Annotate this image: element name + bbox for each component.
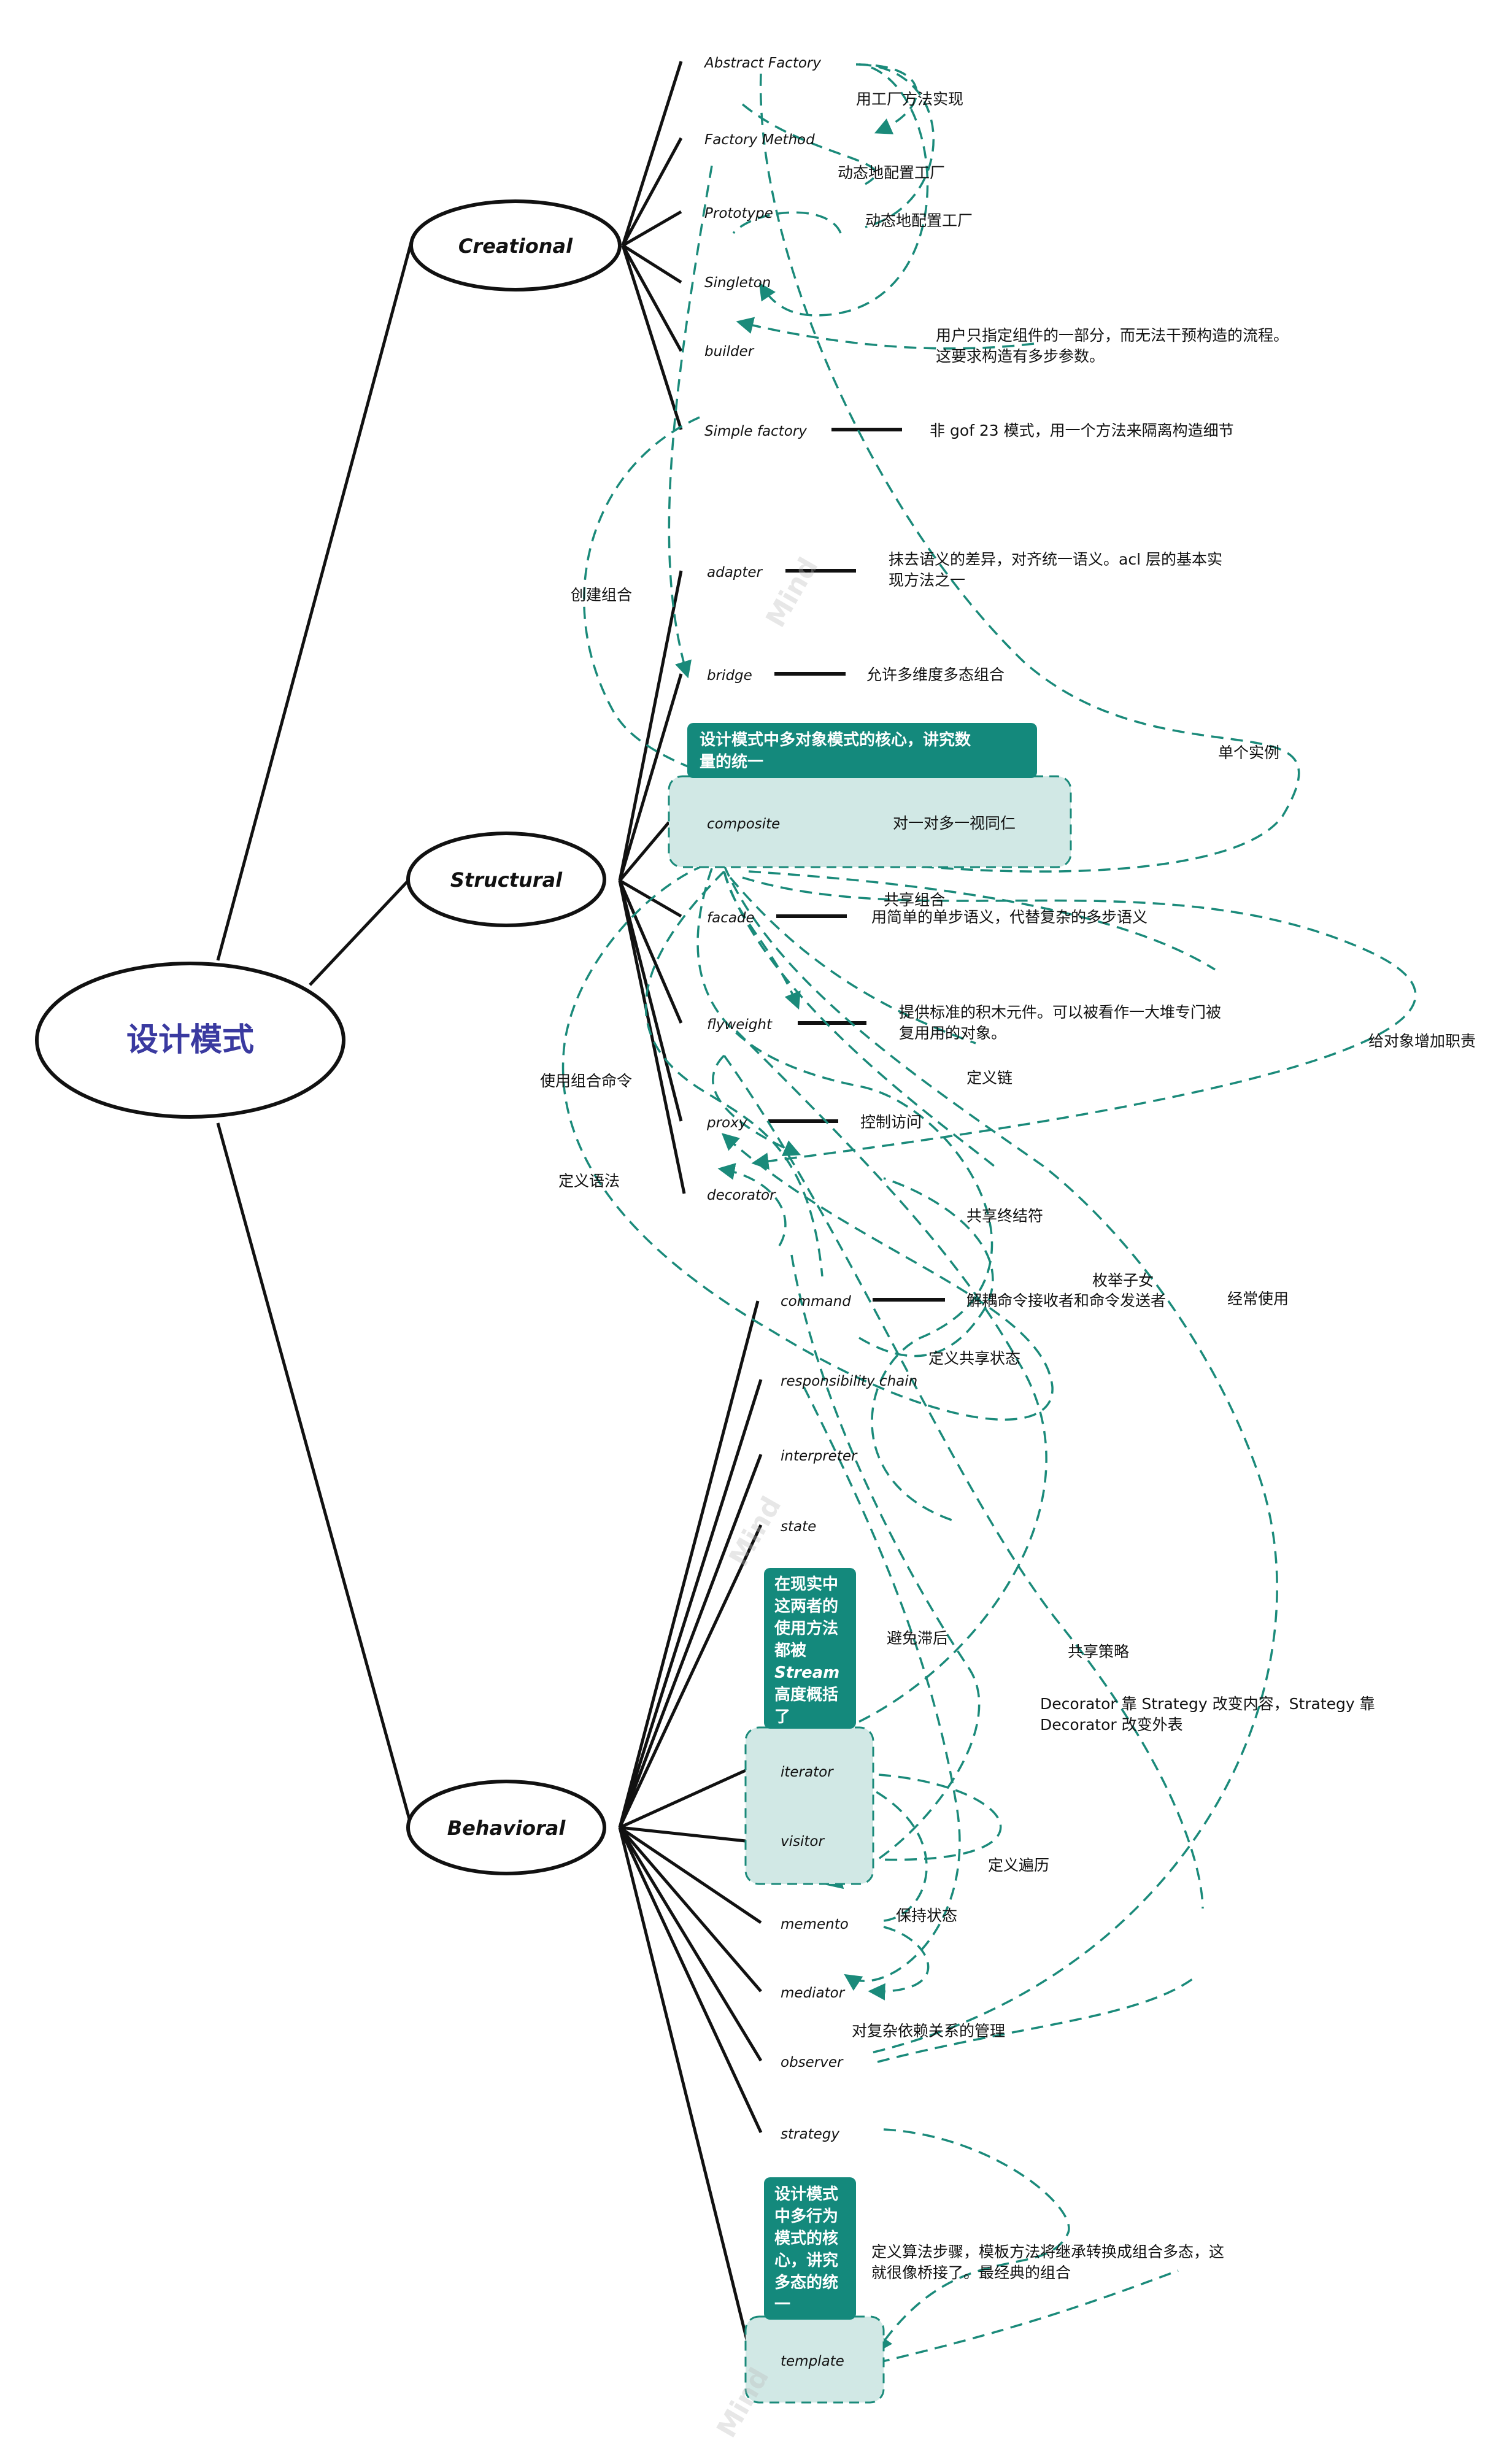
- pattern-strategy[interactable]: strategy: [781, 2126, 839, 2142]
- pattern-builder[interactable]: builder: [704, 344, 755, 360]
- pattern-factory-method[interactable]: Factory Method: [704, 132, 815, 148]
- relation-label-3: 动态地配置工厂: [865, 212, 973, 230]
- relation-labels: 用工厂方法实现动态地配置工厂动态地配置工厂用户只指定组件的一部分，而无法干预构造…: [540, 90, 1476, 2282]
- relation-label-6: 单个实例: [1218, 744, 1279, 762]
- pattern-visitor[interactable]: visitor: [781, 1834, 825, 1850]
- creational-ellipse: [409, 199, 622, 291]
- relation-label-15: 定义共享状态: [928, 1349, 1020, 1367]
- pattern-template[interactable]: template: [781, 2353, 844, 2369]
- relation-label-13: 枚举子女: [1092, 1272, 1154, 1289]
- pattern-composite[interactable]: composite: [707, 816, 780, 832]
- pattern-decorator[interactable]: decorator: [707, 1187, 776, 1203]
- structural-ellipse: [406, 832, 606, 927]
- pattern-mediator[interactable]: mediator: [781, 1985, 846, 2001]
- relation-label-10: 定义链: [966, 1069, 1012, 1087]
- root-node[interactable]: 设计模式: [35, 962, 345, 1119]
- note-adapter: 抹去语义的差异，对齐统一语义。acl 层的基本实现方法之一: [889, 550, 1222, 589]
- behavioral-label: Behavioral: [447, 1816, 566, 1840]
- pattern-flyweight[interactable]: flyweight: [707, 1017, 773, 1033]
- note-flyweight: 提供标准的积木元件。可以被看作一大堆专门被复用用的对象。: [899, 1003, 1221, 1042]
- pattern-adapter[interactable]: adapter: [707, 565, 763, 581]
- relation-label-21: 对复杂依赖关系的管理: [852, 2022, 1005, 2040]
- relation-label-8: 给对象增加职责: [1368, 1032, 1476, 1050]
- root-ellipse: [35, 962, 345, 1119]
- note-proxy: 控制访问: [860, 1113, 922, 1131]
- composite-callout-line-2: 量的统一: [700, 752, 763, 771]
- svg-text:设计模式中多行为模式的核心，讲究多态的统一: 设计模式中多行为模式的核心，讲究多态的统一: [774, 2185, 838, 2314]
- relation-label-19: 定义遍历: [988, 1856, 1049, 1874]
- pattern-observer[interactable]: observer: [781, 2055, 844, 2071]
- relation-label-9: 使用组合命令: [540, 1072, 632, 1090]
- category-structural[interactable]: Structural: [406, 832, 606, 927]
- iterator-visitor-highlight: [744, 1726, 874, 1885]
- composite-highlight: [668, 775, 1072, 868]
- pattern-memento[interactable]: memento: [781, 1916, 849, 1932]
- pattern-simple-factory[interactable]: Simple factory: [704, 423, 807, 439]
- relation-label-17: 共享策略: [1068, 1643, 1129, 1661]
- note-facade: 用简单的单步语义，代替复杂的多步语义: [871, 908, 1148, 926]
- category-behavioral[interactable]: Behavioral: [406, 1780, 606, 1875]
- structural-label: Structural: [450, 868, 563, 892]
- relation-label-4: 用户只指定组件的一部分，而无法干预构造的流程。这要求构造有多步参数。: [936, 326, 1289, 365]
- root-label: 设计模式: [126, 1022, 254, 1059]
- relation-label-20: 保持状态: [896, 1907, 957, 1924]
- relation-label-14: 经常使用: [1227, 1290, 1289, 1308]
- pattern-facade[interactable]: facade: [707, 910, 755, 926]
- note-simple-factory: 非 gof 23 模式，用一个方法来隔离构造细节: [930, 422, 1234, 439]
- pattern-singleton[interactable]: Singleton: [704, 275, 771, 291]
- svg-text:设计模式中多对象模式的核心，讲究数 量的统一: 设计模式中多对象模式的核心，讲究数 量的统一: [700, 730, 976, 771]
- pattern-bridge[interactable]: bridge: [707, 668, 752, 684]
- relation-label-16: 避免滞后: [887, 1629, 948, 1647]
- pattern-state[interactable]: state: [781, 1519, 816, 1535]
- relation-label-2: 动态地配置工厂: [838, 164, 945, 182]
- relation-label-1: 用工厂方法实现: [856, 90, 963, 108]
- relation-label-7: 共享组合: [884, 891, 945, 909]
- pattern-command[interactable]: command: [781, 1294, 851, 1310]
- pattern-proxy[interactable]: proxy: [706, 1115, 747, 1131]
- note-command: 解耦命令接收者和命令发送者: [966, 1292, 1166, 1310]
- pattern-responsibility-chain[interactable]: responsibility chain: [781, 1373, 917, 1389]
- pattern-prototype[interactable]: Prototype: [704, 206, 773, 222]
- pattern-iterator[interactable]: iterator: [781, 1764, 834, 1780]
- note-bridge: 允许多维度多态组合: [866, 666, 1005, 684]
- relation-label-11: 定义语法: [558, 1172, 620, 1190]
- template-callout: 设计模式中多行为模式的核心，讲究多态的统一: [764, 2177, 856, 2320]
- relation-label-5: 创建组合: [571, 586, 632, 604]
- behavioral-ellipse: [406, 1780, 606, 1875]
- composite-callout-line-1: 设计模式中多对象模式的核心，讲究数: [700, 730, 971, 749]
- category-creational[interactable]: Creational: [409, 199, 622, 291]
- note-composite: 对一对多一视同仁: [893, 814, 1016, 832]
- relation-label-12: 共享终结符: [966, 1207, 1043, 1225]
- pattern-abstract-factory[interactable]: Abstract Factory: [703, 55, 821, 71]
- relation-label-22: 定义算法步骤，模板方法将继承转换成组合多态，这就很像桥接了。最经典的组合: [871, 2243, 1224, 2282]
- pattern-interpreter[interactable]: interpreter: [781, 1448, 858, 1464]
- creational-label: Creational: [458, 234, 573, 258]
- composite-callout: 设计模式中多对象模式的核心，讲究数 量的统一: [687, 723, 1037, 778]
